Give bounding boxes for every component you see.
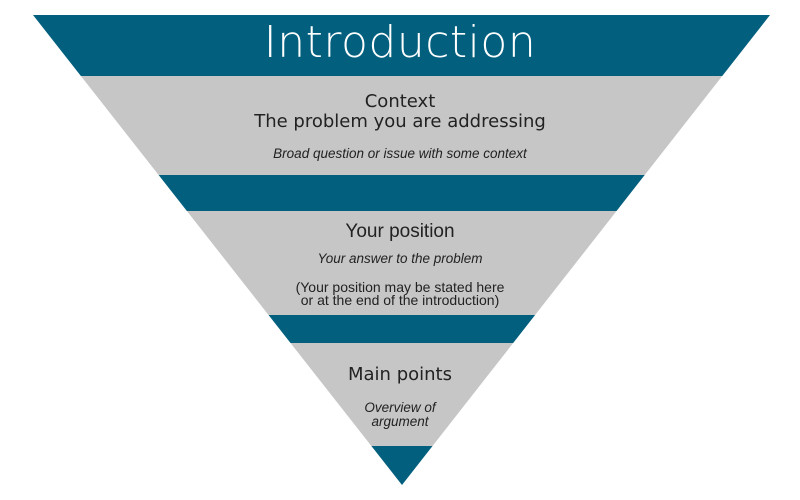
tip-band	[371, 446, 433, 485]
main-points-detail-line1: Overview of	[364, 400, 436, 415]
context-heading: Context	[364, 91, 436, 112]
main-points-heading: Main points	[348, 364, 452, 385]
position-heading: Your position	[345, 221, 455, 242]
diagram-title: Introduction	[263, 17, 537, 68]
context-subheading: The problem you are addressing	[254, 111, 546, 132]
separator-band-2	[268, 315, 536, 343]
position-note-line1: (Your position may be stated here	[295, 279, 505, 295]
context-band	[80, 76, 723, 175]
separator-band-1	[158, 175, 645, 211]
title-band	[33, 15, 770, 76]
position-band	[186, 211, 617, 315]
context-detail: Broad question or issue with some contex…	[273, 146, 527, 161]
main-points-detail-line2: argument	[371, 414, 429, 429]
position-note-line2: or at the end of the introduction)	[300, 292, 500, 308]
position-detail: Your answer to the problem	[317, 251, 483, 266]
main-points-band	[290, 343, 514, 446]
